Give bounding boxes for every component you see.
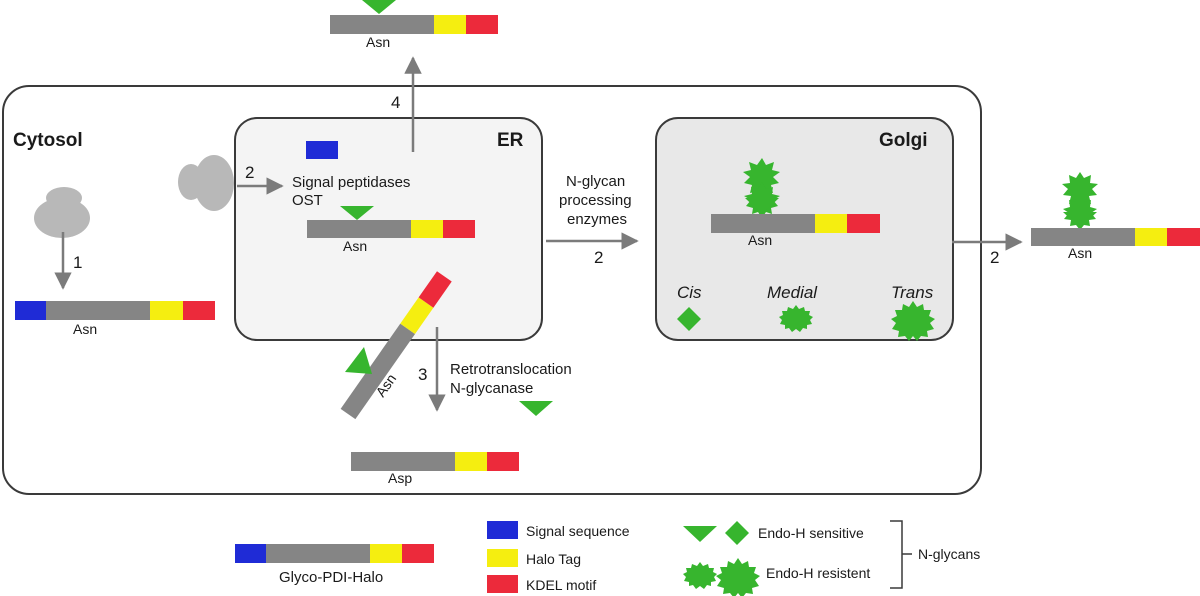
asn-label-cytosol: Asn [73,321,97,337]
construct-golgi [711,214,880,233]
golgi-complex-glycan-icon [743,158,780,218]
construct-secreted [330,15,498,34]
legend-sensitive-diamond-icon [725,521,749,545]
legend-resistant-medial-icon [683,562,717,589]
step-4-label: 4 [391,93,400,112]
step-2-er-label: 2 [245,163,254,182]
ribosome-er-icon [178,155,234,211]
legend-construct-label: Glyco-PDI-Halo [279,569,383,586]
asp-label: Asp [388,470,412,486]
legend-halo-label: Halo Tag [526,551,581,567]
nglycan-label-3: enzymes [567,211,627,228]
legend-sensitive-label: Endo-H sensitive [758,525,864,541]
cis-label: Cis [677,283,702,302]
cleaved-signal-sequence [306,141,338,159]
asn-label-er: Asn [343,238,367,254]
legend-signal-label: Signal sequence [526,523,630,539]
post-golgi-glycan-icon [1062,172,1098,230]
signal-peptidases-label: Signal peptidases [292,174,410,191]
medial-glycan-icon [779,305,813,332]
secreted-glycan-icon [362,0,396,14]
medial-label: Medial [767,283,818,302]
ribosome-cytosol-icon [34,187,90,238]
legend-halo-swatch [487,549,518,567]
er-glycan-icon [340,206,374,220]
retrotranslocation-label: Retrotranslocation [450,361,572,378]
released-glycan-icon [519,401,553,416]
step-1-label: 1 [73,253,82,272]
cis-glycan-icon [677,307,701,331]
construct-retrotranslocated [340,271,452,420]
asn-label-golgi: Asn [748,232,772,248]
asn-label-secreted: Asn [366,34,390,50]
legend-resistant-label: Endo-H resistent [766,565,870,581]
legend-nglycans-label: N-glycans [918,546,980,562]
nglycanase-label: N-glycanase [450,380,533,397]
legend-kdel-label: KDEL motif [526,577,596,593]
step-3-label: 3 [418,365,427,384]
legend-construct [235,544,434,563]
cytosol-label: Cytosol [13,130,83,151]
legend-kdel-swatch [487,575,518,593]
trans-glycan-icon [891,301,935,341]
nglycan-label-1: N-glycan [566,173,625,190]
asn-label-post-golgi: Asn [1068,245,1092,261]
construct-post-golgi [1031,228,1200,246]
nglycan-label-2: processing [559,192,632,209]
step-2-golgi-label: 2 [594,248,603,267]
legend-sensitive-triangle-icon [683,526,717,542]
legend-bracket [890,520,912,589]
step-2-out-label: 2 [990,248,999,267]
construct-er [307,220,475,238]
golgi-label: Golgi [879,130,928,151]
ost-label: OST [292,192,323,209]
legend-resistant-trans-icon [716,558,760,596]
er-label: ER [497,130,524,151]
retro-glycan-icon [345,347,372,374]
construct-deglycosylated [351,452,519,471]
trans-label: Trans [891,283,934,302]
construct-cytosol [15,301,215,320]
legend-signal-swatch [487,521,518,539]
